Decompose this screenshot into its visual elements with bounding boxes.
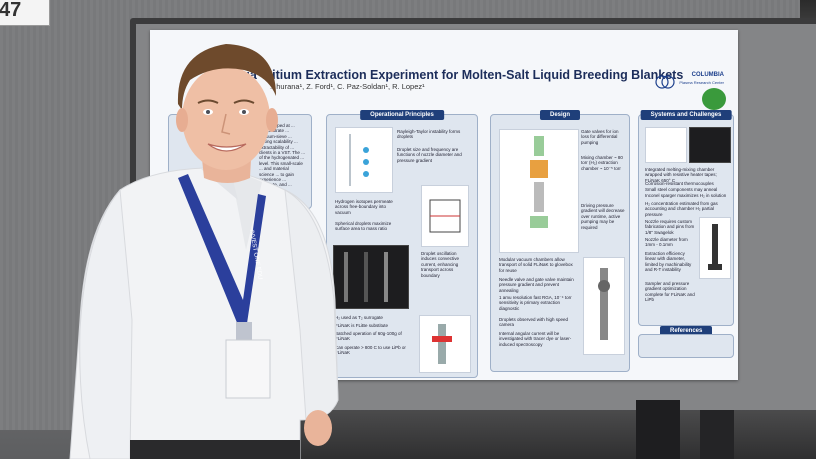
nozzle-icon	[708, 224, 722, 270]
sys-bullet-3: Small steel components may anneal	[645, 187, 718, 192]
systems-photo-2	[689, 127, 731, 163]
references-box	[638, 334, 734, 358]
droplet-diagram-icon	[349, 134, 369, 186]
droplet-photo	[333, 245, 409, 309]
systems-photo-1	[645, 127, 687, 163]
poster-title: ...ia Tritium Extraction Experiment for …	[236, 68, 684, 82]
op-bullet-8: Batched operation of 60g-100g of FLiNaK	[335, 331, 402, 342]
sys-bullet-4: Inconel sparger maximizes H₂ in solution	[645, 193, 727, 198]
op-bullet-9: Can operate > 800 C to use LiPb or FLiNa…	[335, 345, 406, 356]
design-photo	[583, 257, 625, 355]
logo-icon	[655, 75, 675, 89]
nozzle-figure	[699, 217, 731, 279]
op-bullet-5: Droplet oscillation induces convective c…	[421, 251, 460, 278]
name-badge	[225, 339, 271, 399]
operational-header: Operational Principles	[360, 110, 444, 120]
hair	[177, 44, 276, 110]
sys-bullet-5: H₂ concentration estimated from gas acco…	[645, 201, 718, 217]
design-schematic	[499, 129, 579, 253]
systems-column: Systems and Challenges Integrated meltin…	[638, 110, 734, 326]
sys-bullet-2: Corrosion-resistant thermocouples	[645, 181, 714, 186]
chamber-diagram-icon	[429, 199, 461, 233]
design-header: Design	[539, 110, 581, 120]
op-bullet-2: Droplet size and frequency are functions…	[397, 147, 462, 163]
design-bullet-1: Gate valves for ion loss for differentia…	[581, 129, 619, 145]
design-bullet-2: Mixing chamber ~ 80 torr (H₂) extraction…	[581, 155, 623, 171]
usda-logo-icon	[702, 88, 726, 110]
sys-bullet-1: Integrated melting-mixing chamber wrappe…	[645, 167, 717, 183]
apparatus-figure	[419, 315, 471, 373]
lanyard	[178, 174, 266, 330]
op-bullet-6: H₂ used as T₂ surrogate	[335, 315, 383, 320]
sys-bullet-7: Nozzle diameter from 1mm - 0.1mm	[645, 237, 688, 248]
sys-bullet-9: Sampler and pressure gradient optimizati…	[645, 281, 695, 303]
chamber-figure	[421, 185, 469, 247]
design-bullet-5: Needle valve and gate valve maintain pre…	[499, 277, 574, 293]
sys-bullet-8: Extraction efficiency linear with diamet…	[645, 251, 692, 273]
op-bullet-7: FLiNaK is FLiBe substitute	[335, 323, 389, 328]
logo-text: COLUMBIA	[691, 72, 724, 78]
design-column: Design Gate valves for ion loss for diff…	[490, 110, 630, 372]
camera-image-icon	[344, 252, 388, 302]
design-bullet-3: Driving pressure gradient will decrease …	[581, 203, 625, 230]
design-bullet-6: 1 amu resolution fast RGA, 10⁻⁴ torr sen…	[499, 295, 572, 311]
design-bullet-8: Internal angular current will be investi…	[499, 331, 572, 347]
design-bullet-4: Modular vacuum chambers allow transport …	[499, 257, 573, 273]
poster-authors: ...hurana¹, Z. Ford¹, C. Paz-Soldan¹, R.…	[270, 82, 425, 91]
research-poster: ...ia Tritium Extraction Experiment for …	[150, 30, 738, 380]
op-bullet-4: Spherical droplets maximize surface area…	[335, 221, 392, 232]
operational-column: Operational Principles Rayleigh-Taylor i…	[326, 110, 478, 378]
design-bullet-7: Droplets observed with high speed camera	[499, 317, 569, 328]
schematic-icon	[530, 136, 548, 228]
references-header: References	[660, 326, 713, 336]
droplet-figure	[335, 127, 393, 193]
op-bullet-3: Hydrogen isotopes permeate across free-b…	[335, 199, 393, 215]
hardware-image-icon	[598, 268, 610, 340]
sys-bullet-6: Nozzle requires custom fabrication and p…	[645, 219, 695, 235]
background-person-legs-2	[700, 410, 734, 459]
logo-subtext: Plasma Research Center	[679, 80, 724, 85]
op-bullet-1: Rayleigh-Taylor instability forms drople…	[397, 129, 461, 140]
columbia-logo	[650, 70, 730, 116]
background-person-legs	[636, 400, 680, 459]
face	[182, 66, 270, 170]
apparatus-diagram-icon	[432, 324, 452, 364]
systems-header: Systems and Challenges	[640, 110, 732, 120]
booth-number: 47	[0, 0, 50, 26]
